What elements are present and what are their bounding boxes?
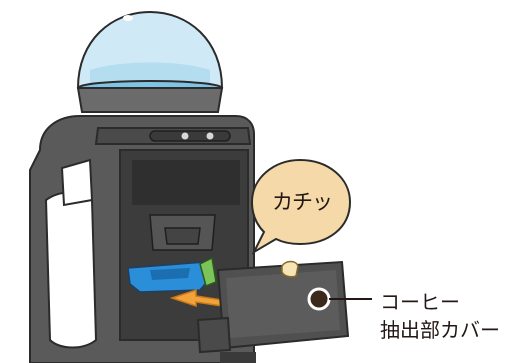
- click-sound-bubble: [250, 158, 352, 255]
- callout-dot: [307, 287, 331, 311]
- water-tank-dome: [76, 10, 224, 96]
- machine-base: [220, 352, 256, 363]
- power-button-icon: [181, 132, 189, 140]
- bubble-text: カチッ: [272, 190, 333, 214]
- brew-unit-cover: [196, 260, 350, 354]
- push-arrow-icon: [169, 288, 223, 308]
- brew-button-icon: [206, 132, 214, 140]
- callout-label-line2: 抽出部カバー: [380, 318, 500, 342]
- dome-base: [76, 87, 224, 113]
- green-lever: [199, 256, 217, 288]
- callout-label: コーヒー 抽出部カバー: [380, 288, 500, 344]
- callout-label-line1: コーヒー: [380, 290, 460, 314]
- blue-lock-clip: [127, 261, 213, 293]
